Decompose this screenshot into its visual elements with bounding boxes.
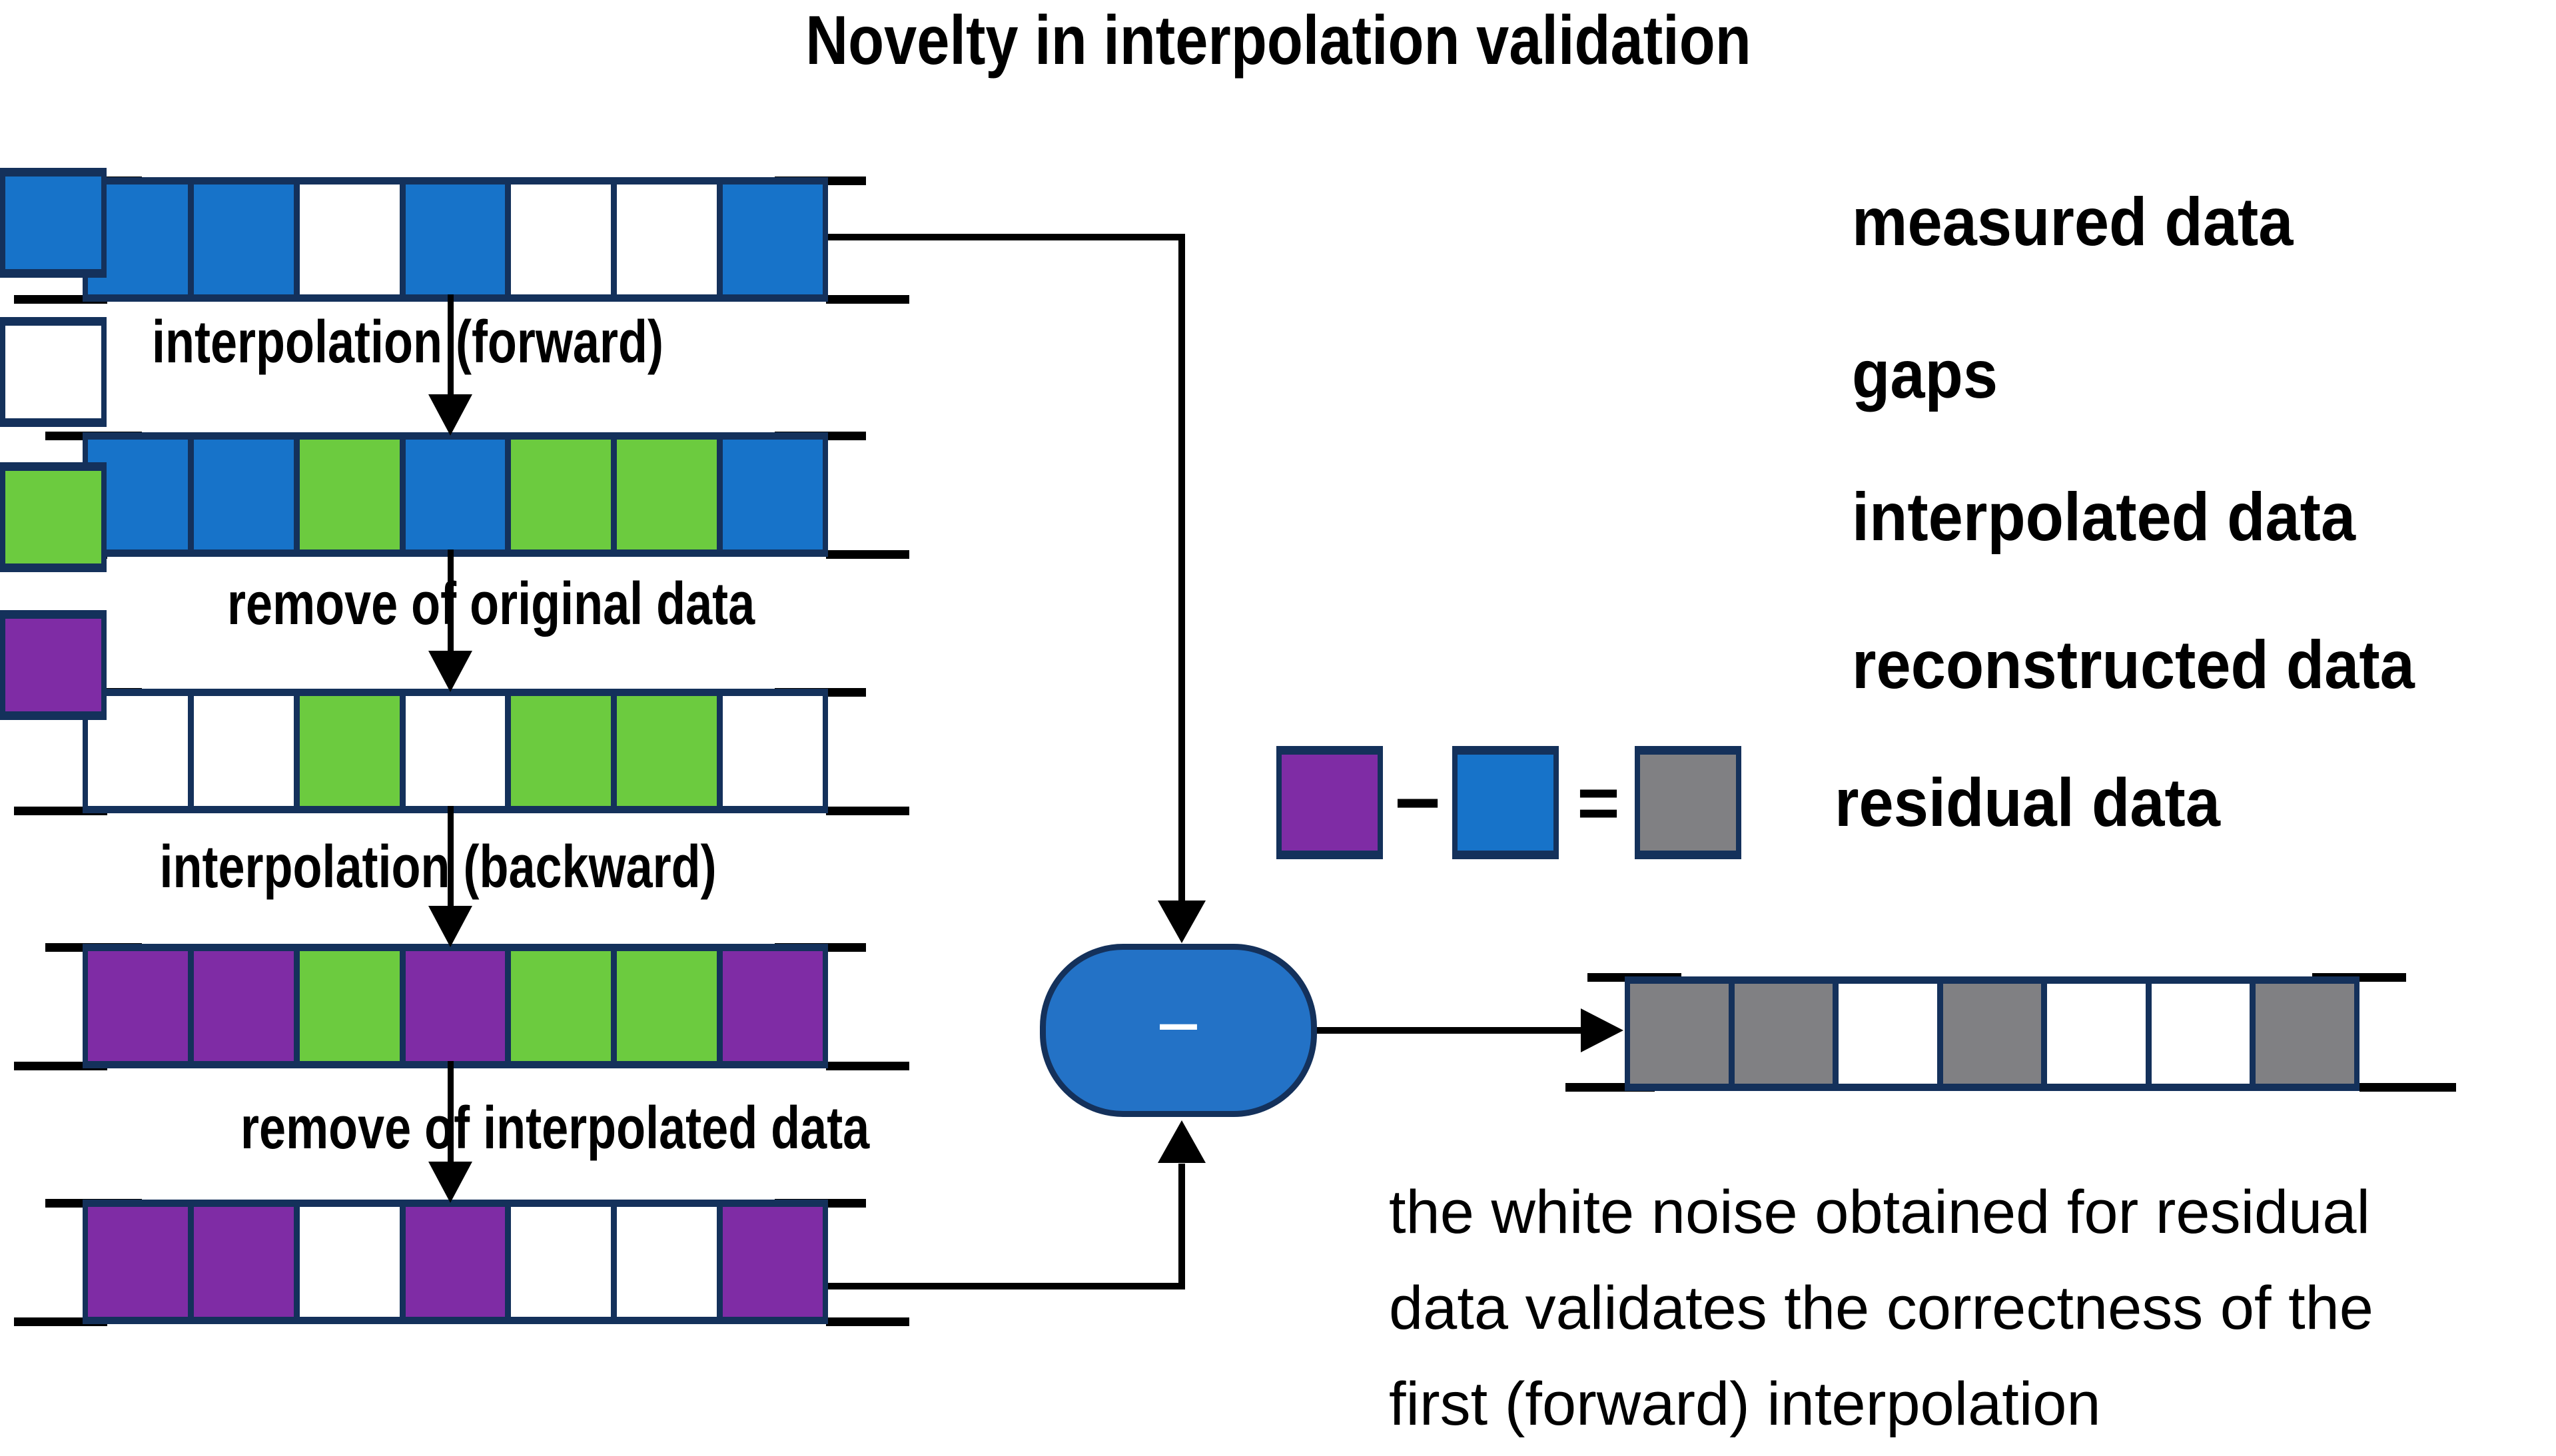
axis-line-segment: [826, 295, 909, 304]
backward-interpolated-row-group: [0, 943, 933, 1071]
legend-label-interpolated: interpolated data: [1852, 479, 2356, 555]
connector-bottom-vertical: [1178, 1164, 1185, 1289]
step-label-backward-interpolation: interpolation (backward): [159, 834, 717, 901]
step-arrow-shaft: [448, 806, 454, 910]
minus-icon: −: [1156, 983, 1201, 1069]
arrow-down-icon: [428, 906, 472, 947]
cell-reconstructed: [88, 1207, 188, 1317]
cell-interpolated: [299, 440, 400, 549]
cell-interpolated: [299, 951, 400, 1061]
cell-reconstructed: [723, 1207, 823, 1317]
measured-row-group: [0, 177, 933, 304]
cell-reconstructed: [405, 951, 506, 1061]
cell-measured: [193, 440, 294, 549]
cell-interpolated: [617, 440, 717, 549]
legend-label-reconstructed: reconstructed data: [1852, 627, 2415, 703]
step-label-forward-interpolation: interpolation (forward): [152, 309, 663, 376]
cell-gap: [511, 1207, 612, 1317]
backward-interpolated-row: [83, 944, 828, 1068]
cell-reconstructed: [723, 951, 823, 1061]
equation-swatch-reconstructed: [1276, 746, 1383, 859]
arrow-up-icon: [1158, 1120, 1206, 1163]
connector-result-horizontal: [1317, 1027, 1582, 1034]
cell-interpolated: [617, 951, 717, 1061]
residual-row: [1625, 976, 2359, 1091]
step-label-remove-original: remove of original data: [226, 571, 755, 637]
cell-reconstructed: [405, 1207, 506, 1317]
arrow-down-icon: [428, 394, 472, 436]
cell-interpolated: [511, 951, 612, 1061]
caption-line: first (forward) interpolation: [1389, 1370, 2101, 1438]
equation-equals: =: [1577, 761, 1620, 844]
equation-swatch-residual: [1635, 746, 1741, 859]
connector-bottom-horizontal: [828, 1283, 1185, 1289]
cell-residual: [2256, 984, 2355, 1084]
legend-label-residual: residual data: [1835, 765, 2220, 841]
cell-residual: [1734, 984, 1833, 1084]
cell-gap: [299, 1207, 400, 1317]
caption-text: the white noise obtained for residual da…: [1389, 1164, 2373, 1452]
connector-top-horizontal: [828, 234, 1185, 240]
interpolated-removed-row-group: [0, 1199, 933, 1327]
caption-line: data validates the correctness of the: [1389, 1274, 2373, 1342]
cell-gap: [511, 184, 612, 294]
cell-interpolated: [299, 696, 400, 806]
legend-label-measured: measured data: [1852, 184, 2294, 260]
measured-row: [83, 177, 828, 302]
minus-operator-node: −: [1040, 944, 1317, 1117]
axis-line-segment: [826, 550, 909, 559]
cell-measured: [723, 440, 823, 549]
legend-swatch-gaps: [0, 317, 107, 427]
cell-gap: [617, 184, 717, 294]
original-removed-row-group: [0, 688, 933, 816]
cell-residual: [1942, 984, 2042, 1084]
cell-gap: [299, 184, 400, 294]
interpolated-removed-row: [83, 1200, 828, 1324]
legend-swatch-interpolated: [0, 462, 107, 572]
equation-minus: −: [1394, 758, 1442, 847]
axis-line-segment: [826, 807, 909, 815]
step-arrow-shaft: [448, 1061, 454, 1166]
arrow-down-icon: [1158, 901, 1206, 943]
cell-gap: [193, 696, 294, 806]
legend-swatch-measured: [0, 168, 107, 278]
equation-swatch-measured: [1452, 746, 1559, 859]
legend-swatch-reconstructed: [0, 610, 107, 720]
axis-line-segment: [826, 1062, 909, 1070]
legend-label-gaps: gaps: [1852, 336, 1998, 412]
cell-gap: [2047, 984, 2146, 1084]
caption-line: the white noise obtained for residual: [1389, 1178, 2370, 1246]
arrow-right-icon: [1581, 1008, 1623, 1052]
arrow-down-icon: [428, 651, 472, 692]
connector-top-vertical: [1178, 234, 1185, 902]
cell-gap: [617, 1207, 717, 1317]
cell-interpolated: [511, 440, 612, 549]
step-arrow-shaft: [448, 294, 454, 398]
arrow-down-icon: [428, 1162, 472, 1203]
cell-gap: [1839, 984, 1937, 1084]
step-label-remove-interpolated: remove of interpolated data: [240, 1095, 870, 1162]
axis-line-segment: [2359, 1083, 2456, 1092]
cell-reconstructed: [193, 1207, 294, 1317]
forward-interpolated-row-group: [0, 432, 933, 559]
cell-interpolated: [617, 696, 717, 806]
cell-gap: [405, 696, 506, 806]
cell-residual: [1630, 984, 1729, 1084]
cell-measured: [193, 184, 294, 294]
cell-interpolated: [511, 696, 612, 806]
step-arrow-shaft: [448, 549, 454, 655]
cell-reconstructed: [193, 951, 294, 1061]
axis-line-segment: [826, 1317, 909, 1326]
forward-interpolated-row: [83, 432, 828, 557]
page-title: Novelty in interpolation validation: [805, 2, 1751, 79]
cell-reconstructed: [88, 951, 188, 1061]
cell-measured: [723, 184, 823, 294]
original-removed-row: [83, 689, 828, 813]
cell-measured: [405, 440, 506, 549]
cell-gap: [2151, 984, 2250, 1084]
residual-row-group: [1565, 973, 2498, 1093]
cell-measured: [405, 184, 506, 294]
cell-gap: [723, 696, 823, 806]
